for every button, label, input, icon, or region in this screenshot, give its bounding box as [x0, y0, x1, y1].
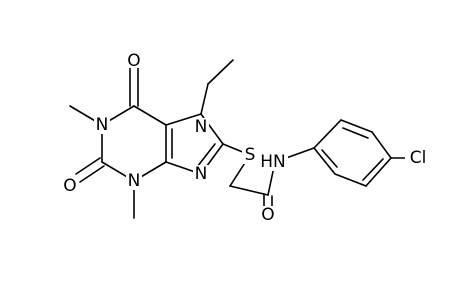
bond-ring-6 — [313, 147, 336, 175]
label-bg-n-methyl-bottom — [126, 172, 142, 190]
bond-ethyl-ch3 — [207, 59, 234, 85]
bond-ring-double-3 — [321, 149, 338, 168]
label-bg-chlorine — [405, 149, 431, 167]
atom-nitrogen-ethyl: N — [195, 117, 208, 137]
atom-oxygen-top: O — [127, 51, 140, 71]
label-bg-n-methyl-top — [94, 116, 110, 134]
bond-ring-double-1 — [342, 127, 369, 139]
label-bg-o-left — [62, 177, 78, 195]
atom-label-layer: O O N N N N S HN O Cl — [62, 50, 431, 225]
label-bg-sulfur — [242, 146, 258, 164]
atom-nitrogen-methyl-bottom: N — [128, 171, 141, 191]
bond-c5-n7 — [165, 113, 202, 126]
bond-n7-ethyl — [200, 83, 209, 115]
label-bg-n-ethyl — [193, 118, 209, 136]
bond-c8-n9-double — [196, 143, 216, 168]
bond-ring-5 — [334, 173, 367, 187]
bond-ring-2 — [340, 119, 373, 133]
atom-amide-nh: HN — [260, 152, 286, 172]
atom-oxygen-amide: O — [261, 205, 274, 225]
atom-nitrogen-imidazole: N — [195, 164, 208, 184]
label-bg-o-top — [126, 50, 142, 68]
label-bg-amide-nh — [258, 153, 288, 171]
bond-ch2-carbonyl — [229, 185, 269, 196]
atom-chlorine: Cl — [410, 148, 427, 168]
atom-nitrogen-methyl-top: N — [96, 115, 109, 135]
label-bg-n-imidazole — [193, 165, 209, 183]
bond-c2-o-a — [75, 157, 101, 175]
bond-c2-o-b — [79, 165, 105, 183]
atom-sulfur: S — [245, 145, 256, 165]
bond-layer — [69, 59, 406, 219]
atom-oxygen-left: O — [63, 176, 76, 196]
bond-ring-double-2 — [362, 158, 384, 181]
bond-ring-1 — [313, 119, 342, 149]
bond-ring-3 — [371, 131, 392, 159]
label-bg-o-amide — [260, 206, 276, 224]
bond-c6-c5 — [133, 105, 167, 126]
bond-ring-4 — [365, 157, 392, 187]
